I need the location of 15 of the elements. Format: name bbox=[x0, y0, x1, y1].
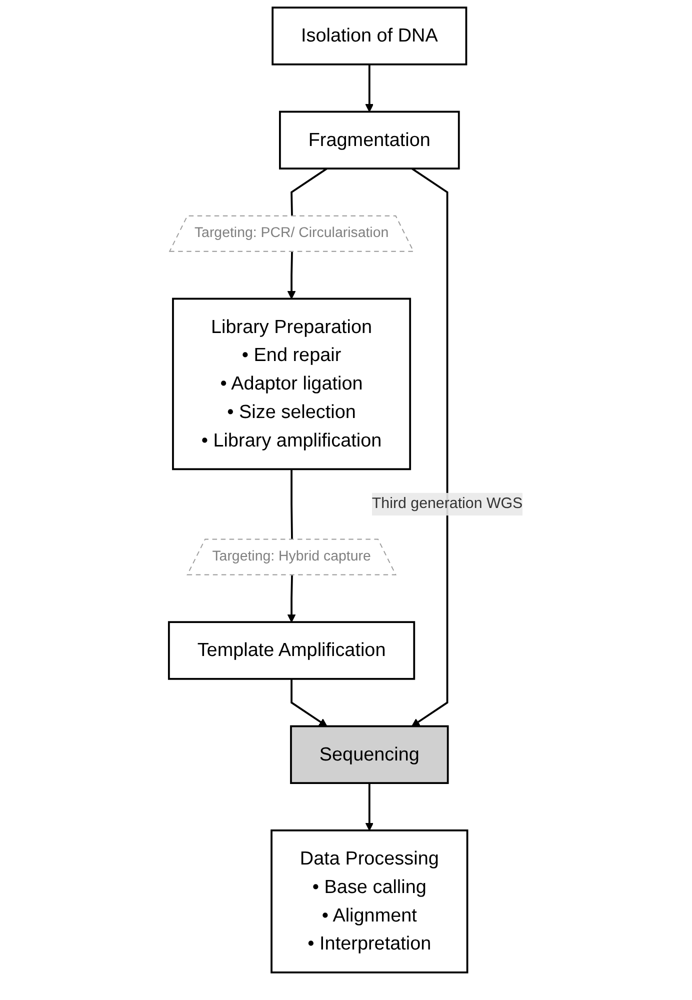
connector bbox=[290, 469, 294, 540]
node-box: Library Preparation • End repair • Adaptor ligation • Size selection • Library amplification bbox=[172, 298, 412, 470]
arrow bbox=[412, 168, 448, 727]
arrow bbox=[365, 783, 374, 831]
arrow bbox=[290, 678, 328, 727]
node-box: Isolation of DNA bbox=[272, 6, 468, 66]
edge-label: Third generation WGS bbox=[372, 496, 523, 512]
arrow bbox=[365, 64, 374, 112]
node-box: Template Amplification bbox=[168, 621, 416, 680]
arrow bbox=[288, 575, 296, 622]
node-box: Data Processing • Base calling • Alignment • Interpretation bbox=[270, 829, 468, 974]
node-box: Sequencing bbox=[290, 725, 449, 784]
node-box: Fragmentation bbox=[279, 110, 460, 170]
connector bbox=[290, 168, 328, 216]
arrow bbox=[288, 252, 296, 300]
